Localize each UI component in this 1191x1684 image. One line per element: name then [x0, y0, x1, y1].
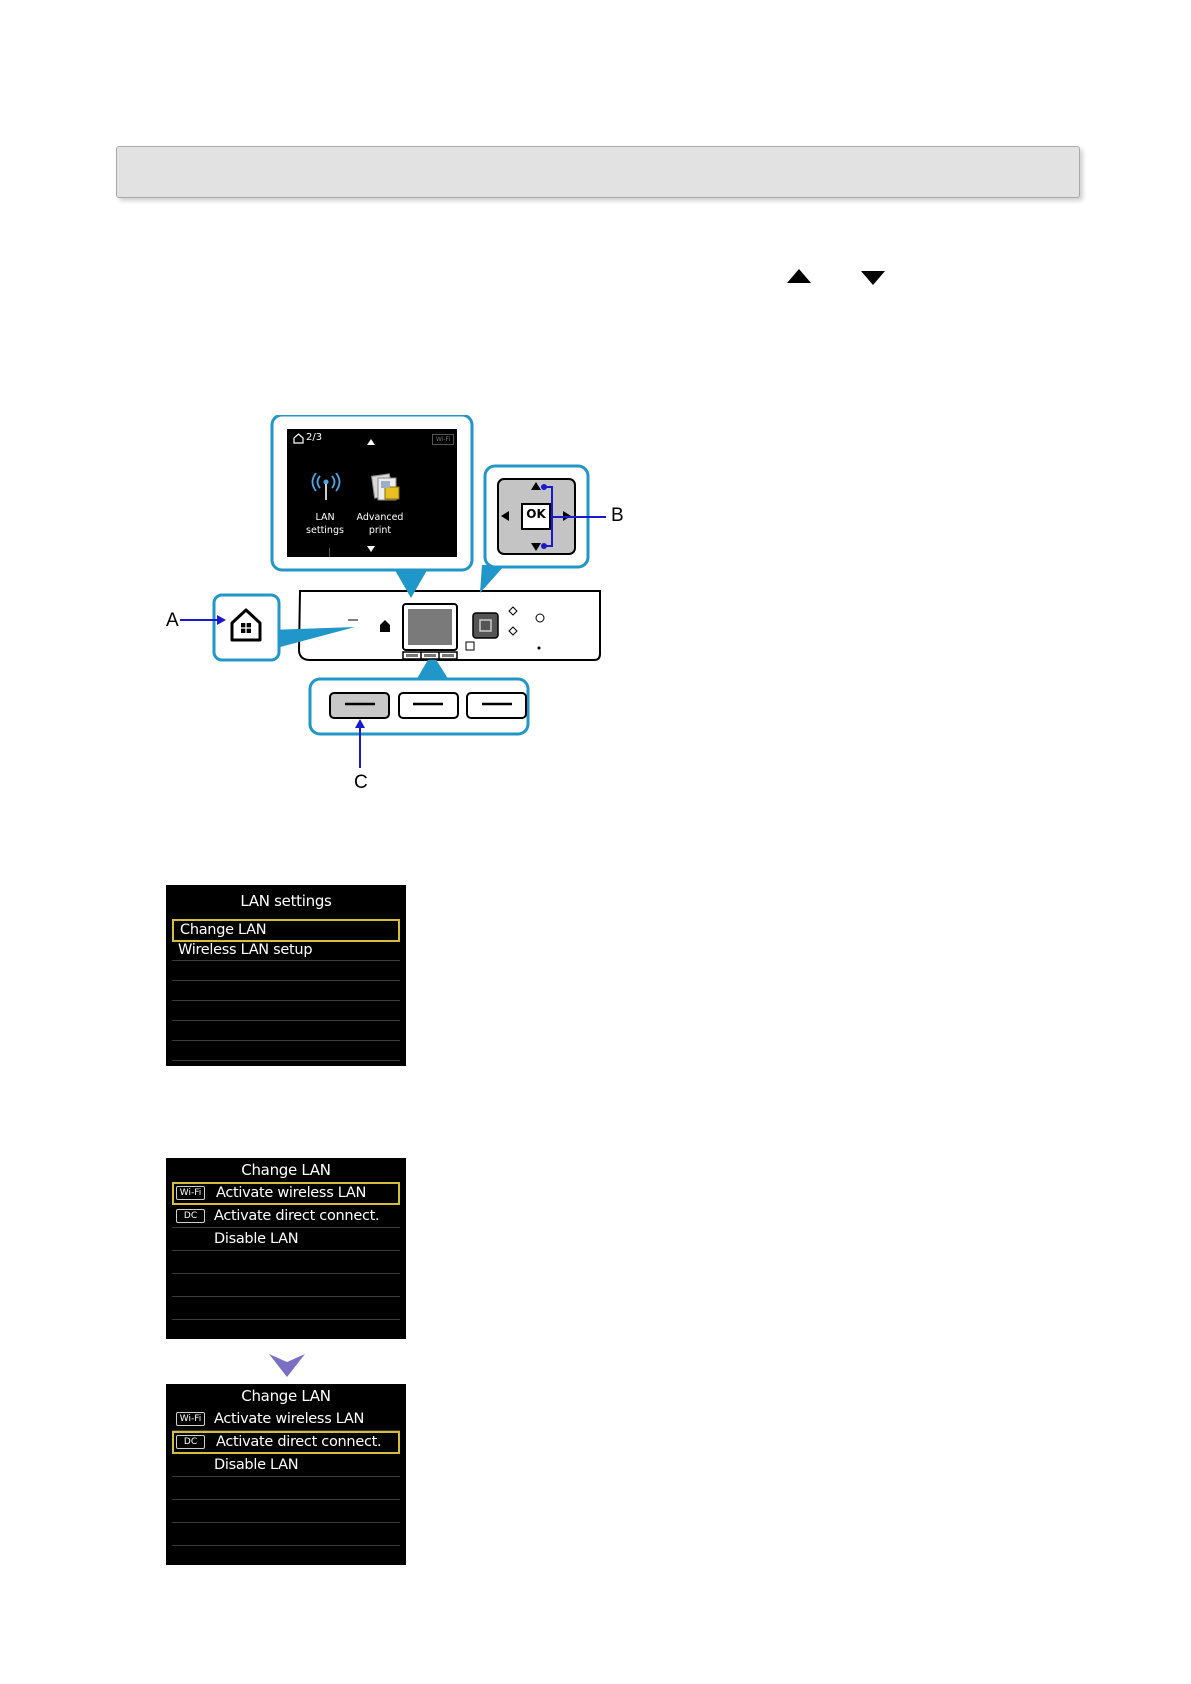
home-callout-wedge: [269, 627, 355, 650]
lcd-empty-row: [172, 981, 400, 1001]
lcd-empty-row: [172, 1251, 400, 1274]
callout-label-a: A: [166, 610, 179, 631]
lcd-item-change-lan[interactable]: Change LAN: [172, 919, 400, 942]
flow-arrow-icon: [269, 1354, 305, 1377]
lcd-empty-row: [172, 1001, 400, 1021]
function-button-left: [329, 692, 390, 719]
operation-panel-figure: A B C OK 2/3 Wi-Fi LAN settings: [160, 415, 624, 800]
lcd-item-disable-lan[interactable]: Disable LAN: [172, 1454, 400, 1477]
dc-badge-icon: DC: [176, 1209, 205, 1223]
lcd-empty-row: [172, 1041, 400, 1061]
dpad-up-icon: [531, 482, 541, 490]
lcd-item-activate-direct-connect[interactable]: DC Activate direct connect.: [172, 1205, 400, 1228]
dc-badge-icon: DC: [176, 1435, 205, 1449]
screen-callout-wedge: [392, 565, 430, 598]
lcd-empty-row: [172, 961, 400, 981]
up-triangle-icon: [787, 269, 811, 283]
mini-wifi-badge: Wi-Fi: [432, 434, 454, 445]
photo-print-icon: [370, 473, 400, 501]
panel-home-icon: [380, 620, 390, 632]
panel-lcd: [408, 609, 452, 645]
lcd-item-activate-direct-connect[interactable]: DC Activate direct connect.: [172, 1431, 400, 1454]
dpad-callout-wedge: [480, 565, 505, 593]
lcd-item-wireless-lan-setup[interactable]: Wireless LAN setup: [172, 941, 400, 961]
lcd-empty-row: [172, 1500, 400, 1523]
lcd-title: Change LAN: [241, 1387, 331, 1405]
callout-label-c: C: [354, 772, 368, 793]
down-triangle-icon: [861, 271, 885, 285]
lcd-item-activate-wireless-lan[interactable]: Wi-Fi Activate wireless LAN: [172, 1408, 400, 1431]
mini-up-arrow-icon: [367, 439, 375, 445]
wifi-badge-icon: Wi-Fi: [176, 1186, 205, 1200]
callout-label-b: B: [611, 505, 624, 526]
mini-item-advanced-print: Advanced print: [356, 512, 404, 536]
buttons-callout-wedge: [415, 653, 450, 682]
wifi-badge-icon: Wi-Fi: [176, 1412, 205, 1426]
home-icon: [230, 608, 262, 642]
mini-page-indicator: 2/3: [306, 432, 323, 443]
dpad-left-icon: [501, 511, 509, 521]
lcd-empty-row: [172, 1021, 400, 1041]
wifi-antenna-icon: [311, 473, 341, 500]
lcd-change-lan-1: Change LAN Wi-Fi Activate wireless LAN D…: [166, 1158, 406, 1339]
section-header-bar: [116, 146, 1080, 198]
dpad-down-icon: [531, 543, 541, 551]
lcd-lan-settings: LAN settings Change LAN Wireless LAN set…: [166, 885, 406, 1066]
ok-button-label: OK: [526, 507, 546, 521]
mini-home-icon: [293, 433, 304, 444]
lcd-change-lan-2: Change LAN Wi-Fi Activate wireless LAN D…: [166, 1384, 406, 1565]
lcd-empty-row: [172, 1477, 400, 1500]
mini-home-screen: 2/3 Wi-Fi LAN settings Advanced print: [287, 429, 457, 557]
function-button-center: [398, 692, 459, 719]
function-button-right: [466, 692, 527, 719]
lcd-item-activate-wireless-lan[interactable]: Wi-Fi Activate wireless LAN: [172, 1182, 400, 1205]
mini-item-lan-settings: LAN settings: [306, 512, 344, 536]
lcd-empty-row: [172, 1274, 400, 1297]
lcd-title: Change LAN: [241, 1161, 331, 1179]
lcd-item-disable-lan[interactable]: Disable LAN: [172, 1228, 400, 1251]
panel-dpad: [472, 612, 499, 639]
lcd-empty-row: [172, 1523, 400, 1546]
mini-down-arrow-icon: [367, 546, 375, 552]
lcd-empty-row: [172, 1297, 400, 1320]
lcd-title: LAN settings: [240, 892, 332, 910]
